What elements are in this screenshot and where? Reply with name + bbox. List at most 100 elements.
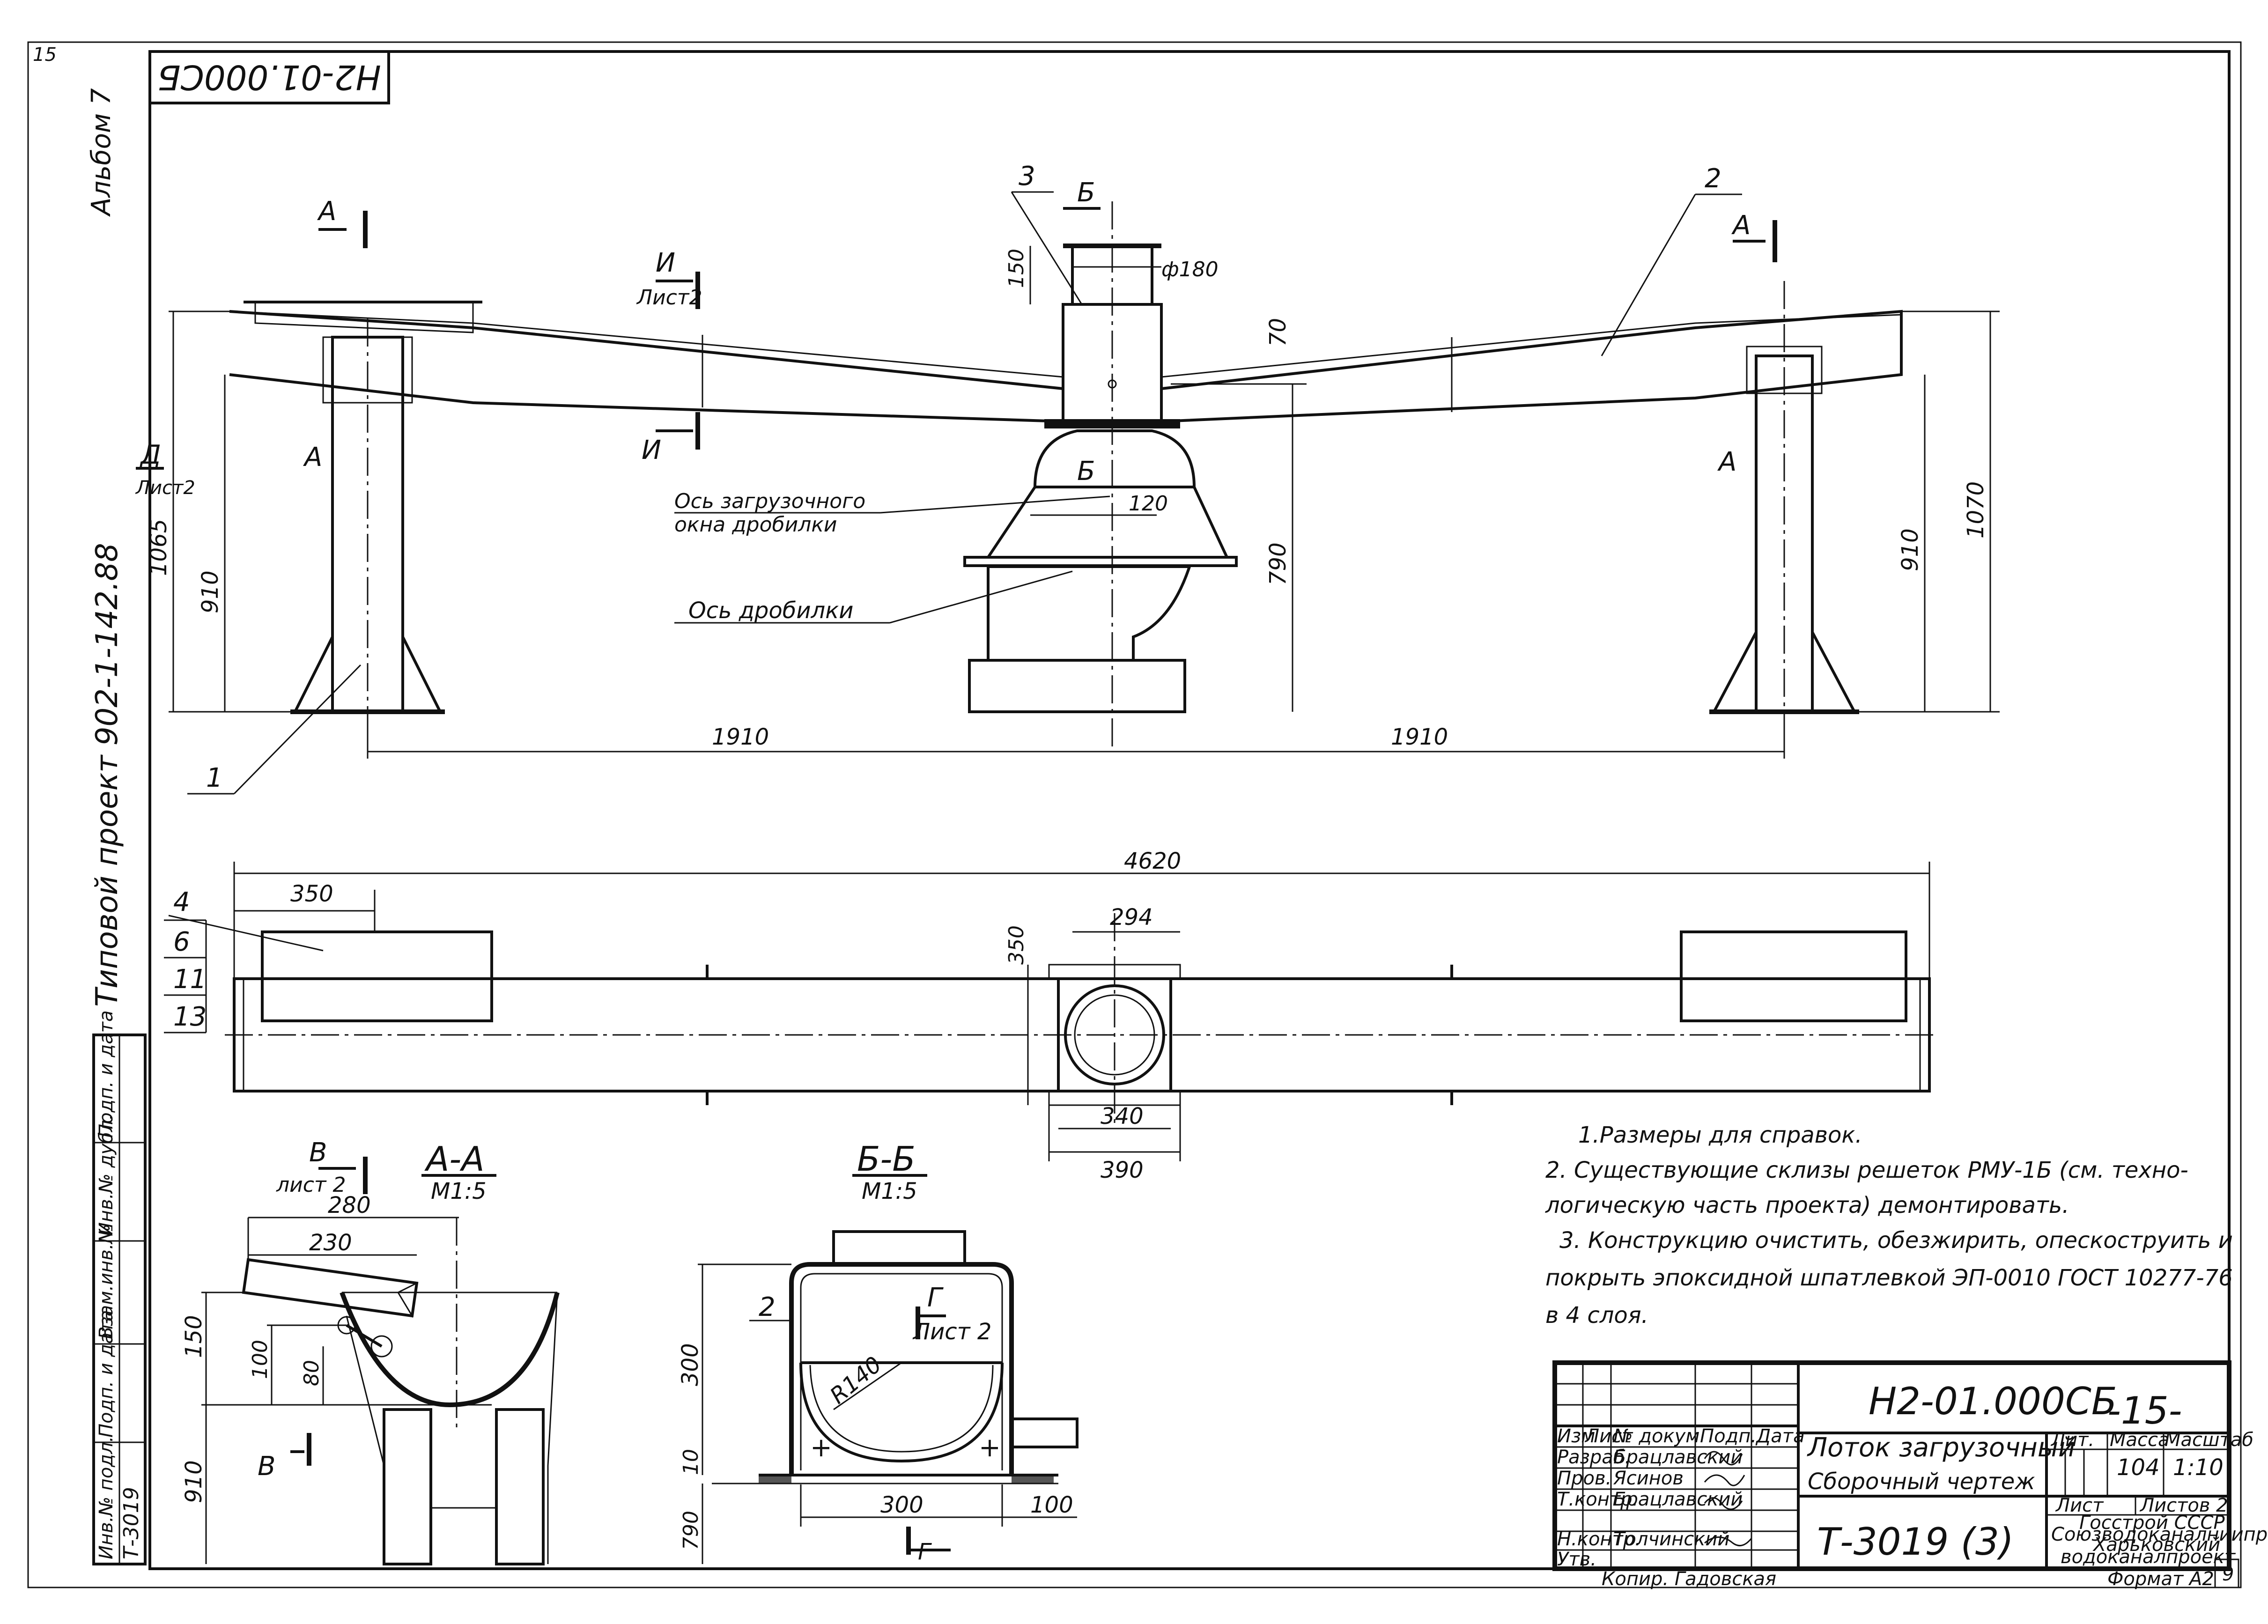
inner-frame [148,50,2231,1570]
copied-by: Копир. Гадовская [1602,1568,1776,1590]
sheet2-g: Лист 2 [912,1319,991,1345]
title-doc-type: Сборочный чертеж [1808,1469,2035,1495]
cut-a-left: А [303,442,322,472]
hdr-list: Лист [1584,1425,1633,1447]
cut-i-bottom: И [642,435,661,465]
pos-1: 1 [206,763,223,793]
page-number: -15- [2107,1389,2182,1432]
dim-150-aa: 150 [181,1315,207,1358]
pos-11: 11 [173,964,207,995]
section-aa: А-А М1:5 В лист 2 В 280 230 150 [181,1137,560,1565]
project-label: Типовой проект 902-1-142.88 [90,543,125,1007]
album-label: Альбом 7 [86,88,117,217]
dim-910-right: 910 [1897,528,1923,571]
title-code: Н2-01.000СБ [1869,1380,2117,1423]
dim-1065: 1065 [146,519,172,576]
dim-340: 340 [1101,1103,1144,1129]
dim-350-height: 350 [1005,925,1028,965]
plus-left: + [810,1432,832,1463]
role-norm-control: Н.контр. [1557,1528,1641,1550]
scale-value: 1:10 [2173,1454,2224,1481]
dim-390: 390 [1101,1157,1144,1183]
axis-crusher-caption: Ось дробилки [688,598,853,624]
cut-b-bottom: Б [1077,456,1095,487]
section-bb: Б-Б М1:5 + + 2 R140 Г Лист 2 Г [677,1139,1079,1565]
sheet2-i: Лист2 [636,286,702,310]
base-pad-right [1012,1475,1054,1484]
cut-a-right: А [1717,447,1736,477]
role-tech-control: Т.контр. [1557,1489,1638,1510]
strip-dup-field: Инв.№ дубл. [96,1114,117,1236]
org-line-4: водоканалпроект [2061,1546,2236,1568]
elevation-view: 1065 910 790 70 910 1070 150 ф180 120 19… [135,161,2000,795]
org-line-2: Союзводоканалниипроект [2051,1524,2268,1545]
cut-i-top: И [656,248,675,278]
hdr-doc: № докум [1612,1425,1699,1447]
dim-70: 70 [1265,318,1291,347]
dim-1910-left: 1910 [712,724,769,750]
cut-v-bottom: В [258,1451,275,1482]
dim-350-width: 350 [290,881,333,907]
cut-g-top: Г [927,1283,944,1313]
format-label: Формат А2 [2107,1568,2214,1590]
hdr-izm: Изм [1557,1425,1595,1447]
corner-mark: 15 [33,44,57,66]
strip-sign2-field: Подп. и дата [96,1011,117,1138]
sheet-label: Лист [2055,1495,2104,1516]
sheet2-d: Лист2 [135,477,195,499]
section-aa-title: А-А [424,1139,485,1179]
left-strip: Инв.№ подл. Подп. и дата Взам.инв.№ Инв.… [92,1011,147,1565]
note-1: 1.Размеры для справок. [1578,1122,1862,1148]
col-lit: Лит. [2050,1429,2094,1451]
dim-280: 280 [328,1192,371,1218]
dim-910-aa: 910 [181,1460,207,1503]
dim-120: 120 [1129,492,1168,516]
note-3b: покрыть эпоксидной шпатлевкой ЭП-0010 ГО… [1545,1265,2233,1291]
dim-790-bb: 790 [679,1511,703,1550]
base-pad-left [759,1475,791,1484]
dim-300-horizontal: 300 [880,1492,923,1518]
strip-inv-field: Инв.№ подл. [96,1436,117,1559]
col-mass: Масса [2110,1429,2170,1451]
dim-4620: 4620 [1124,848,1181,874]
dim-80-aa: 80 [300,1360,324,1386]
dim-100-bb: 100 [1030,1492,1073,1518]
col-scale: Масштаб [2165,1429,2253,1451]
note-2b: логическую часть проекта) демонтировать. [1545,1192,2069,1218]
dim-100-aa: 100 [248,1340,272,1379]
pos-2: 2 [1705,163,1721,194]
name-tech-control: Брацлавский [1613,1489,1743,1510]
title-name: Лоток загрузочный [1807,1432,2075,1463]
sheets-label: Листов 2 [2139,1495,2228,1516]
section-bb-title: Б-Б [857,1139,916,1179]
dim-230: 230 [309,1230,352,1256]
pos-4: 4 [173,887,190,917]
axis-window-caption-2: окна дробилки [674,513,837,537]
plus-right: + [979,1432,1001,1463]
dim-10: 10 [679,1449,703,1475]
dim-790: 790 [1265,542,1291,585]
dim-1910-right: 1910 [1391,724,1448,750]
role-developer: Разраб. [1557,1447,1631,1468]
name-norm-control: Толчинский [1613,1528,1729,1550]
dim-r140: R140 [825,1351,887,1409]
plan-view: 4620 350 294 350 340 390 4 6 11 13 [164,848,1939,1183]
dim-150: 150 [1005,249,1028,288]
dim-294: 294 [1110,904,1153,930]
title-number: Т-3019 (3) [1817,1520,2014,1564]
cut-v-top: В [309,1137,327,1168]
title-block: Изм Лист № докум Подп. Дата Разраб. Брац… [1552,1360,2268,1571]
mass-value: 104 [2117,1454,2160,1481]
dim-1070: 1070 [1963,481,1989,539]
pos-3: 3 [1019,161,1035,192]
pos-6: 6 [173,927,190,957]
strip-inv-number: Т-3019 [119,1487,143,1559]
section-aa-scale: М1:5 [431,1178,487,1204]
strip-replace-field: Взам.инв.№ [96,1224,117,1339]
name-checker: Ясинов [1613,1468,1684,1489]
outer-frame [27,41,2242,1588]
org-line-1: Госстрой СССР [2079,1512,2225,1534]
note-3a: 3. Конструкцию очистить, обезжирить, опе… [1559,1227,2233,1254]
dim-phi180: ф180 [1161,258,1219,281]
